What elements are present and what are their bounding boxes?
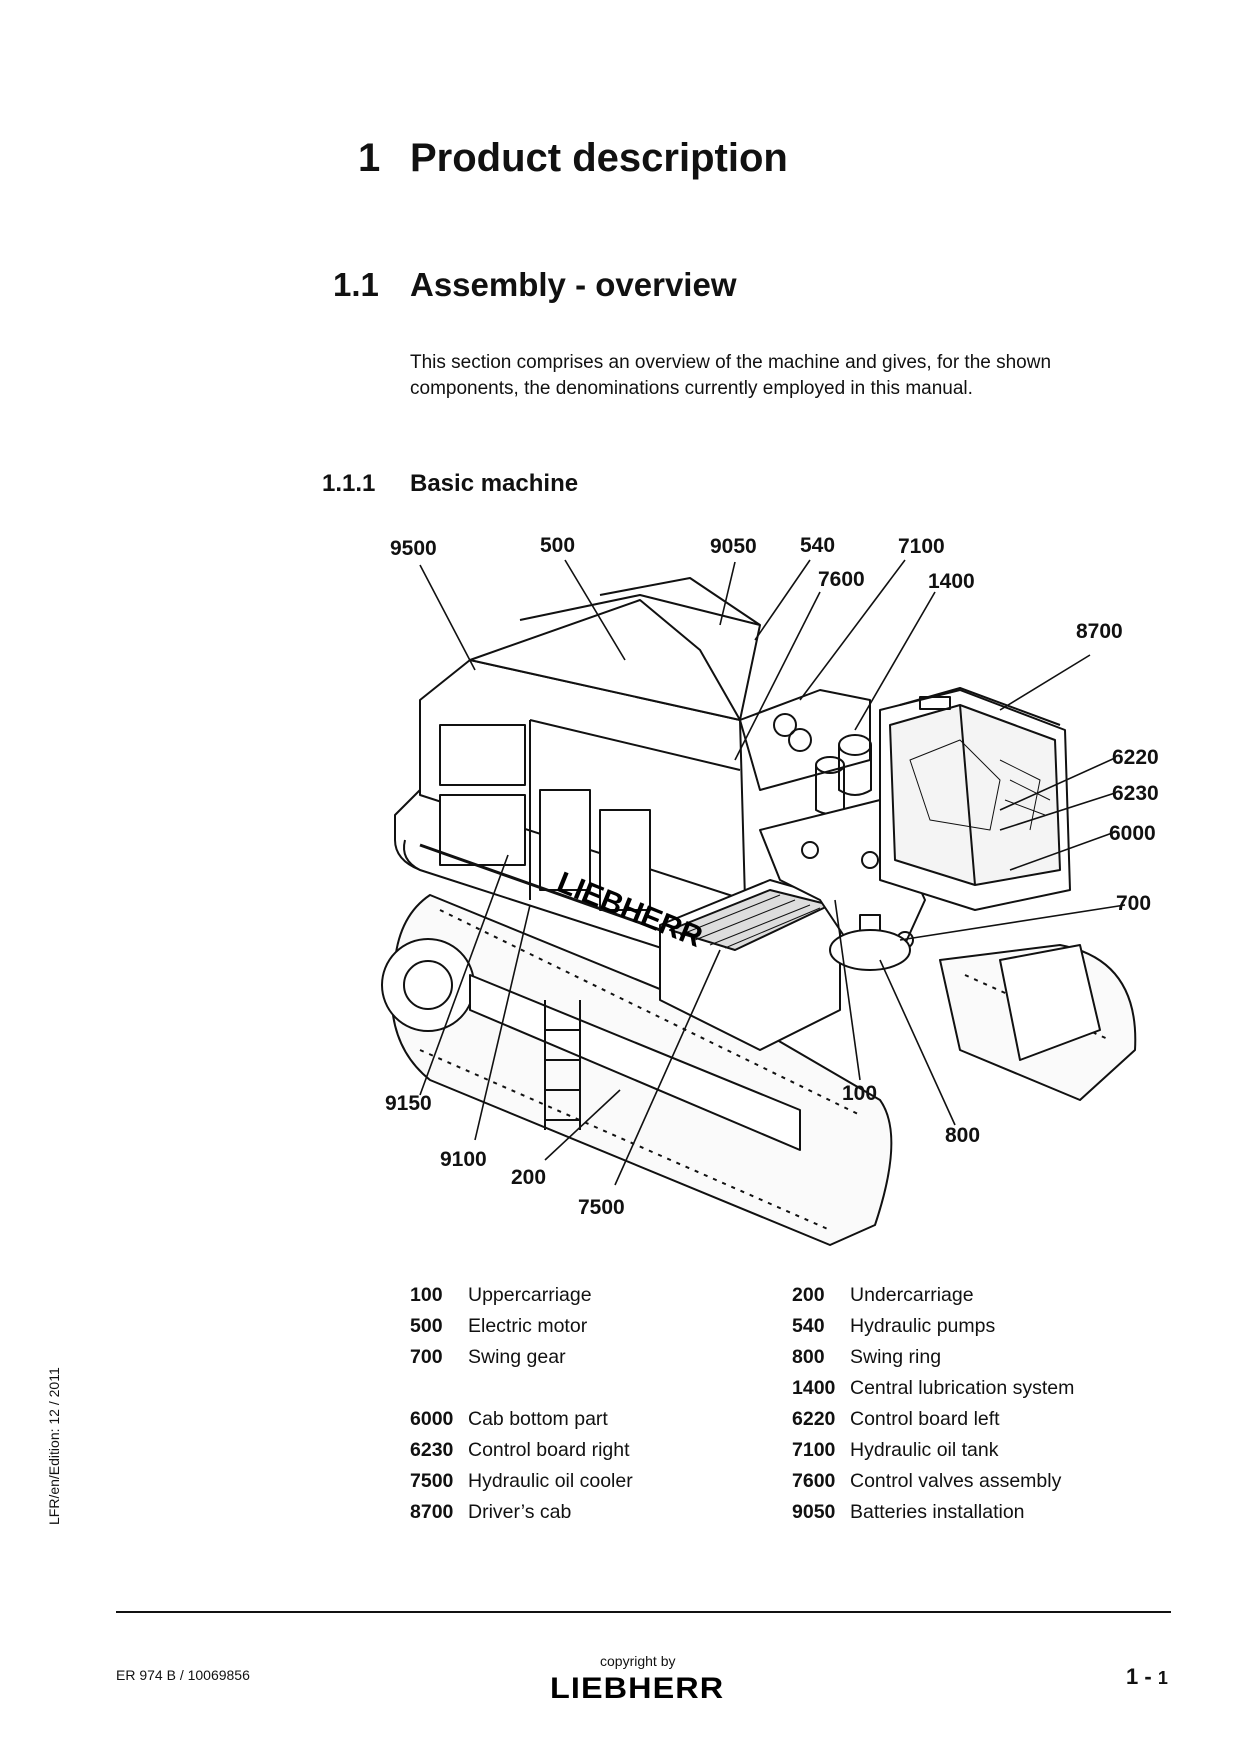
chapter-number: 1 <box>358 136 381 180</box>
callout-100: 100 <box>842 1082 878 1105</box>
chapter-title: Product description <box>410 136 788 180</box>
intro-line-2: components, the denominations currently … <box>410 378 973 399</box>
section-number: 1.1 <box>333 266 379 303</box>
callout-800: 800 <box>945 1124 981 1147</box>
callout-200: 200 <box>511 1166 547 1189</box>
callout-9500: 9500 <box>390 537 437 560</box>
callout-7100: 7100 <box>898 535 945 558</box>
callout-1400: 1400 <box>928 570 975 593</box>
subsection-title: Basic machine <box>410 470 579 497</box>
callout-540: 540 <box>800 534 836 557</box>
callout-8700: 8700 <box>1076 620 1123 643</box>
callout-9100: 9100 <box>440 1148 487 1171</box>
intro-paragraph: This section comprises an overview of th… <box>410 350 1051 402</box>
callout-7600: 7600 <box>818 568 865 591</box>
intro-line-1: This section comprises an overview of th… <box>410 352 1052 373</box>
liebherr-logo: LIEBHERR <box>550 1672 725 1705</box>
callout-9050: 9050 <box>710 535 757 558</box>
edition-side-text: LFR/en/Edition: 12 / 2011 <box>46 1367 62 1525</box>
page-number: 1 - 1 <box>1126 1664 1168 1689</box>
callout-500: 500 <box>540 534 576 557</box>
section-title: Assembly - overview <box>410 266 737 303</box>
footer-copyright: copyright by <box>600 1653 676 1669</box>
callout-7500: 7500 <box>578 1196 625 1219</box>
callout-9150: 9150 <box>385 1092 432 1115</box>
footer-divider <box>116 1611 1171 1613</box>
subsection-number: 1.1.1 <box>322 470 376 497</box>
footer-doc-id: ER 974 B / 10069856 <box>116 1667 250 1683</box>
callout-6230: 6230 <box>1112 782 1159 805</box>
callout-700: 700 <box>1116 892 1152 915</box>
callout-6220: 6220 <box>1112 746 1159 769</box>
callout-6000: 6000 <box>1109 822 1156 845</box>
